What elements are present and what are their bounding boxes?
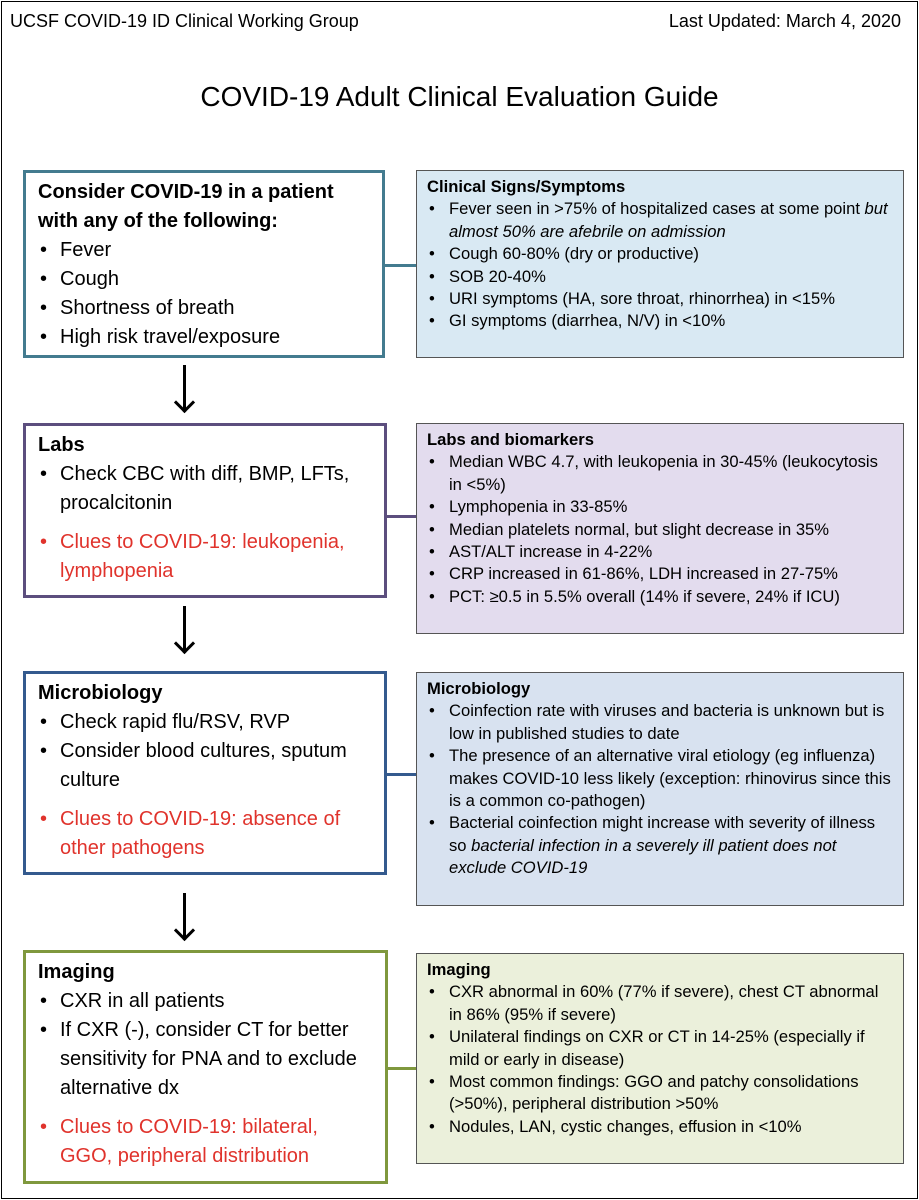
list-item: SOB 20-40% xyxy=(427,266,893,289)
list-item: CRP increased in 61-86%, LDH increased i… xyxy=(427,563,893,586)
step-list: Check rapid flu/RSV, RVP Consider blood … xyxy=(38,708,372,863)
down-arrow-icon xyxy=(173,606,197,655)
list-item: URI symptoms (HA, sore throat, rhinorrhe… xyxy=(427,288,893,311)
panel-imaging: Imaging CXR abnormal in 60% (77% if seve… xyxy=(416,953,904,1164)
down-arrow-icon xyxy=(173,365,197,414)
list-item: Coinfection rate with viruses and bacter… xyxy=(427,700,893,745)
step-title: Microbiology xyxy=(38,682,163,704)
connector-1 xyxy=(382,264,416,267)
panel-list: CXR abnormal in 60% (77% if severe), che… xyxy=(427,981,893,1138)
list-item: Unilateral findings on CXR or CT in 14-2… xyxy=(427,1026,893,1071)
panel-list: Median WBC 4.7, with leukopenia in 30-45… xyxy=(427,451,893,608)
list-item: Shortness of breath xyxy=(38,294,370,323)
list-item: High risk travel/exposure xyxy=(38,323,370,352)
panel-title: Labs and biomarkers xyxy=(427,430,594,449)
last-updated: Last Updated: March 4, 2020 xyxy=(668,11,901,31)
connector-4 xyxy=(385,1067,416,1070)
panel-clinical-signs: Clinical Signs/Symptoms Fever seen in >7… xyxy=(416,170,904,358)
connector-2 xyxy=(384,515,416,518)
list-item: Median WBC 4.7, with leukopenia in 30-45… xyxy=(427,451,893,496)
org-name: UCSF COVID-19 ID Clinical Working Group xyxy=(10,11,359,31)
item-text: Fever seen in >75% of hospitalized cases… xyxy=(449,199,865,219)
panel-list: Coinfection rate with viruses and bacter… xyxy=(427,700,893,879)
list-item: AST/ALT increase in 4-22% xyxy=(427,541,893,564)
list-item: Check rapid flu/RSV, RVP xyxy=(38,708,372,737)
list-item: The presence of an alternative viral eti… xyxy=(427,745,893,812)
clue-text: Clues to COVID-19: bilateral, GGO, perip… xyxy=(38,1113,373,1171)
step-title: Imaging xyxy=(38,961,115,983)
list-item: Fever xyxy=(38,236,370,265)
step-labs: Labs Check CBC with diff, BMP, LFTs, pro… xyxy=(23,423,387,598)
step-title: Consider COVID-19 in a patient with any … xyxy=(38,181,334,232)
step-list: CXR in all patients If CXR (-), consider… xyxy=(38,987,373,1171)
step-consider-covid: Consider COVID-19 in a patient with any … xyxy=(23,170,385,358)
panel-list: Fever seen in >75% of hospitalized cases… xyxy=(427,198,893,333)
list-item: Consider blood cultures, sputum culture xyxy=(38,737,372,795)
panel-title: Microbiology xyxy=(427,679,531,698)
list-item: CXR in all patients xyxy=(38,987,373,1016)
list-item: Cough xyxy=(38,265,370,294)
list-item: Cough 60-80% (dry or productive) xyxy=(427,243,893,266)
panel-labs-biomarkers: Labs and biomarkers Median WBC 4.7, with… xyxy=(416,423,904,634)
clue-text: Clues to COVID-19: absence of other path… xyxy=(38,805,372,863)
clue-text: Clues to COVID-19: leukopenia, lymphopen… xyxy=(38,528,372,586)
panel-title: Clinical Signs/Symptoms xyxy=(427,177,626,196)
down-arrow-icon xyxy=(173,893,197,942)
step-title: Labs xyxy=(38,434,85,456)
list-item: Bacterial coinfection might increase wit… xyxy=(427,812,893,879)
step-list: Fever Cough Shortness of breath High ris… xyxy=(38,236,370,352)
list-item: PCT: ≥0.5 in 5.5% overall (14% if severe… xyxy=(427,586,893,609)
list-item: GI symptoms (diarrhea, N/V) in <10% xyxy=(427,310,893,333)
list-item: CXR abnormal in 60% (77% if severe), che… xyxy=(427,981,893,1026)
panel-microbiology: Microbiology Coinfection rate with virus… xyxy=(416,672,904,906)
panel-title: Imaging xyxy=(427,960,491,979)
page-title: COVID-19 Adult Clinical Evaluation Guide xyxy=(200,81,719,112)
list-item: Median platelets normal, but slight decr… xyxy=(427,519,893,542)
item-emphasis: but almost 50% are afebrile on admission xyxy=(449,199,888,241)
step-list: Check CBC with diff, BMP, LFTs, procalci… xyxy=(38,460,372,586)
list-item: Fever seen in >75% of hospitalized cases… xyxy=(427,198,893,243)
item-emphasis: bacterial infection in a severely ill pa… xyxy=(449,835,837,878)
list-item: Nodules, LAN, cystic changes, effusion i… xyxy=(427,1116,893,1139)
step-imaging: Imaging CXR in all patients If CXR (-), … xyxy=(23,950,388,1184)
list-item: If CXR (-), consider CT for better sensi… xyxy=(38,1016,373,1103)
list-item: Most common findings: GGO and patchy con… xyxy=(427,1071,893,1116)
list-item: Lymphopenia in 33-85% xyxy=(427,496,893,519)
list-item: Check CBC with diff, BMP, LFTs, procalci… xyxy=(38,460,372,518)
step-microbiology: Microbiology Check rapid flu/RSV, RVP Co… xyxy=(23,671,387,875)
connector-3 xyxy=(384,773,416,776)
item-text: Bacterial coinfection might increase wit… xyxy=(449,813,876,855)
